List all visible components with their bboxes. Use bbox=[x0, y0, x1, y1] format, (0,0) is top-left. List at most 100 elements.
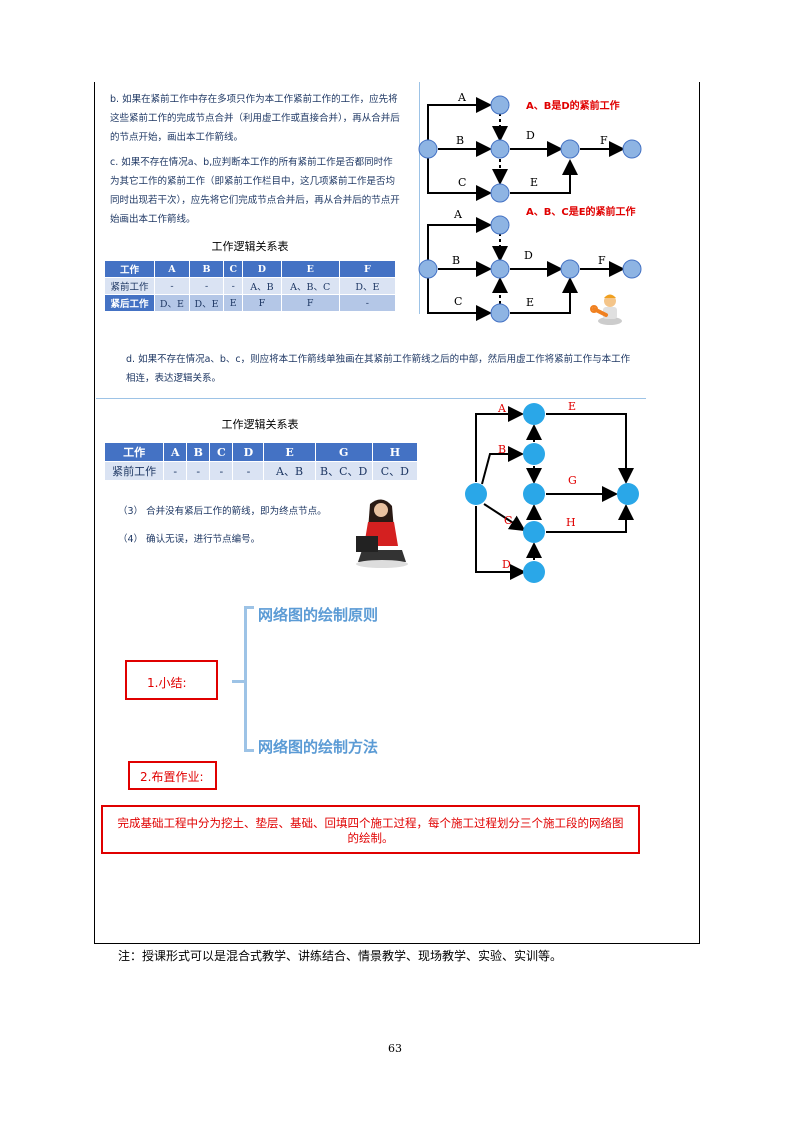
homework-text: 完成基础工程中分为挖土、垫层、基础、回填四个施工过程，每个施工过程划分三个施工段… bbox=[118, 816, 624, 845]
label-b: B bbox=[452, 254, 460, 267]
table-header-cell: C bbox=[210, 443, 233, 462]
table-cell: - bbox=[187, 462, 210, 481]
table-header-row: 工作 A B C D E F bbox=[105, 261, 396, 278]
table-cell: - bbox=[189, 278, 224, 295]
table-header-cell: H bbox=[372, 443, 417, 462]
table-header-cell: B bbox=[187, 443, 210, 462]
table-cell: - bbox=[210, 462, 233, 481]
node bbox=[419, 140, 437, 158]
label-f: F bbox=[598, 254, 606, 267]
node bbox=[491, 216, 509, 234]
table-header-cell: B bbox=[189, 261, 224, 278]
table-header-cell: E bbox=[281, 261, 339, 278]
table-cell: - bbox=[155, 278, 190, 295]
diagram2-caption: A、B、C是E的紧前工作 bbox=[526, 205, 636, 218]
table-cell: C、D bbox=[372, 462, 417, 481]
node bbox=[561, 140, 579, 158]
table-cell: B、C、D bbox=[315, 462, 372, 481]
table-row: 紧前工作 - - - A、B A、B、C D、E bbox=[105, 278, 396, 295]
table-header-cell: 工作 bbox=[105, 261, 155, 278]
table-cell: D、E bbox=[189, 295, 224, 312]
network-diagrams-upper: A B C D E F A、B是D的紧前工作 A B C D E F A、B、C… bbox=[418, 85, 658, 325]
table-header-cell: C bbox=[224, 261, 243, 278]
node bbox=[623, 260, 641, 278]
diagram1-caption: A、B是D的紧前工作 bbox=[526, 99, 620, 112]
table-header-cell: F bbox=[339, 261, 395, 278]
node bbox=[623, 140, 641, 158]
node bbox=[523, 561, 545, 583]
table-header-cell: 工作 bbox=[105, 443, 164, 462]
teaching-form-note: 注：授课形式可以是混合式教学、讲练结合、情景教学、现场教学、实验、实训等。 bbox=[118, 947, 562, 964]
section-divider-horizontal bbox=[96, 398, 646, 399]
node bbox=[419, 260, 437, 278]
homework-label-box: 2.布置作业: bbox=[128, 761, 217, 790]
bracket-bottom-tick bbox=[244, 749, 254, 752]
label-d: D bbox=[524, 249, 533, 262]
node bbox=[491, 260, 509, 278]
table2-title: 工作逻辑关系表 bbox=[104, 416, 416, 432]
node bbox=[491, 184, 509, 202]
table-cell: - bbox=[339, 295, 395, 312]
node bbox=[491, 140, 509, 158]
paragraph-c: c. 如果不存在情况a、b,应判断本工作的所有紧前工作是否都同时作为其它工作的紧… bbox=[110, 153, 400, 229]
methods-heading: 网络图的绘制方法 bbox=[258, 736, 378, 757]
table-cell: - bbox=[224, 278, 243, 295]
node bbox=[523, 483, 545, 505]
label-c: C bbox=[454, 295, 462, 308]
label-b: B bbox=[498, 443, 506, 456]
label-d: D bbox=[502, 558, 511, 571]
table-row: 紧后工作 D、E D、E E F F - bbox=[105, 295, 396, 312]
label-f: F bbox=[600, 134, 608, 147]
table-header-cell: D bbox=[243, 261, 282, 278]
table-header-cell: D bbox=[233, 443, 264, 462]
step-3: （3） 合并没有紧后工作的箭线，即为终点节点。 bbox=[118, 502, 358, 521]
table-cell: 紧后工作 bbox=[105, 295, 155, 312]
node bbox=[523, 403, 545, 425]
label-a: A bbox=[497, 402, 507, 415]
table1-title: 工作逻辑关系表 bbox=[104, 238, 396, 254]
table-cell: - bbox=[164, 462, 187, 481]
summary-box: 1.小结: bbox=[125, 660, 218, 700]
table-cell: 紧前工作 bbox=[105, 462, 164, 481]
node bbox=[523, 443, 545, 465]
step-4: （4） 确认无误，进行节点编号。 bbox=[118, 530, 358, 549]
arrow-b bbox=[482, 454, 522, 484]
label-a: A bbox=[457, 91, 467, 104]
arrow-e bbox=[546, 414, 626, 482]
principles-heading: 网络图的绘制原则 bbox=[258, 604, 378, 625]
label-e: E bbox=[530, 176, 538, 189]
label-g: G bbox=[568, 474, 577, 487]
table-cell: D、E bbox=[339, 278, 395, 295]
table-cell: A、B、C bbox=[281, 278, 339, 295]
label-b: B bbox=[456, 134, 464, 147]
logic-table-1: 工作 A B C D E F 紧前工作 - - - A、B A、B、C D、E … bbox=[104, 260, 396, 312]
label-c: C bbox=[504, 514, 512, 527]
bracket-top-tick bbox=[244, 606, 254, 609]
summary-bracket bbox=[244, 606, 247, 752]
arrow-d bbox=[476, 506, 524, 572]
bracket-connector bbox=[232, 680, 246, 683]
table-header-row: 工作 A B C D E G H bbox=[105, 443, 418, 462]
arrow-h bbox=[546, 506, 626, 532]
woman-laptop-illustration bbox=[352, 496, 412, 568]
table-cell: F bbox=[281, 295, 339, 312]
table-header-cell: A bbox=[155, 261, 190, 278]
label-d: D bbox=[526, 129, 535, 142]
table-row: 紧前工作 - - - - A、B B、C、D C、D bbox=[105, 462, 418, 481]
node bbox=[561, 260, 579, 278]
arrow-e bbox=[510, 279, 570, 313]
node bbox=[523, 521, 545, 543]
paragraph-d: d. 如果不存在情况a、b、c，则应将本工作箭线单独画在其紧前工作箭线之后的中部… bbox=[126, 350, 636, 388]
logic-table-2: 工作 A B C D E G H 紧前工作 - - - - A、B B、C、D … bbox=[104, 442, 418, 481]
arrow-e bbox=[510, 161, 570, 193]
node bbox=[465, 483, 487, 505]
node bbox=[491, 304, 509, 322]
table-cell: F bbox=[243, 295, 282, 312]
node bbox=[617, 483, 639, 505]
table-cell: D、E bbox=[155, 295, 190, 312]
summary-label: 1.小结: bbox=[147, 676, 187, 690]
diagram-1: A B C D E F A、B是D的紧前工作 bbox=[419, 91, 641, 202]
table-header-cell: E bbox=[264, 443, 315, 462]
label-c: C bbox=[458, 176, 466, 189]
page-number: 63 bbox=[388, 1042, 402, 1055]
